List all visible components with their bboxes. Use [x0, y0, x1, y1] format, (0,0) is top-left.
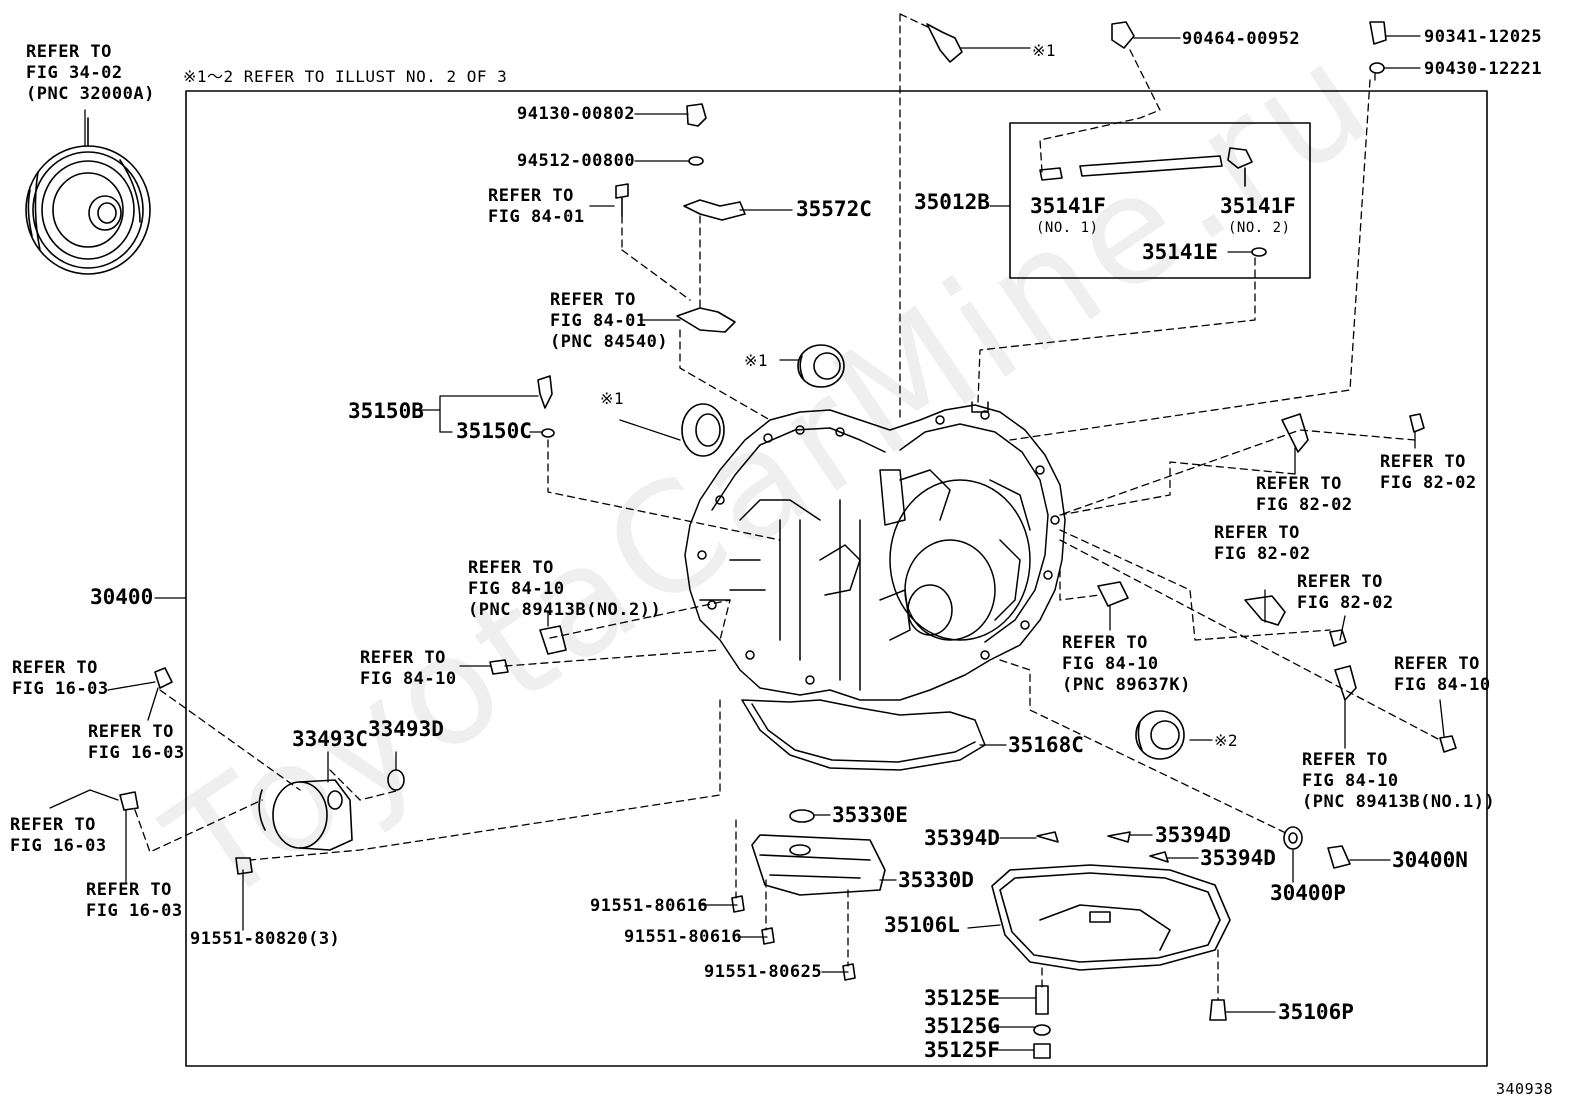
part-35168C[interactable]: 35168C: [1008, 733, 1084, 757]
header-note: ※1～2 REFER TO ILLUST NO. 2 OF 3: [183, 67, 508, 86]
dashed-lines: [134, 13, 1441, 1001]
part-35141F-no2[interactable]: 35141F: [1220, 194, 1296, 218]
part-35125G[interactable]: 35125G: [924, 1014, 1000, 1038]
note-star-1-b: ※1: [744, 351, 769, 370]
ref-fig-82-02-c[interactable]: REFER TO FIG 82-02: [1214, 523, 1311, 564]
ref-fig-84-01-b[interactable]: REFER TO FIG 84-01 (PNC 84540): [550, 290, 669, 352]
part-30400N[interactable]: 30400N: [1392, 848, 1468, 872]
part-35394D-a[interactable]: 35394D: [924, 826, 1000, 850]
ref-fig-84-10-pnc-89637k[interactable]: REFER TO FIG 84-10 (PNC 89637K): [1062, 633, 1191, 695]
leader-lines: [49, 35, 1445, 1051]
part-35141E[interactable]: 35141E: [1142, 240, 1218, 264]
part-94512-00800[interactable]: 94512-00800: [517, 151, 636, 171]
part-35150C[interactable]: 35150C: [456, 419, 532, 443]
part-91551-80616-b[interactable]: 91551-80616: [624, 927, 743, 947]
part-33493C[interactable]: 33493C: [292, 727, 368, 751]
part-30400[interactable]: 30400: [90, 585, 154, 609]
note-star-1-c: ※1: [600, 389, 625, 408]
part-35330E[interactable]: 35330E: [832, 803, 908, 827]
torque-converter-drawing: [25, 117, 151, 275]
part-90464-00952[interactable]: 90464-00952: [1182, 29, 1301, 49]
ref-fig-82-02-a[interactable]: REFER TO FIG 82-02: [1256, 474, 1353, 515]
ref-torque-converter[interactable]: REFER TO FIG 34-02 (PNC 32000A): [26, 42, 155, 104]
ref-fig-16-03-c[interactable]: REFER TO FIG 16-03: [10, 815, 107, 856]
note-star-2: ※2: [1214, 731, 1239, 750]
oil-seals-drawing: [387, 344, 1303, 850]
ref-fig-16-03-a[interactable]: REFER TO FIG 16-03: [12, 658, 109, 699]
part-35394D-b[interactable]: 35394D: [1155, 823, 1231, 847]
part-90341-12025[interactable]: 90341-12025: [1424, 27, 1543, 47]
part-35394D-c[interactable]: 35394D: [1200, 846, 1276, 870]
part-91551-80616-a[interactable]: 91551-80616: [590, 896, 709, 916]
part-30400P[interactable]: 30400P: [1270, 881, 1346, 905]
oil-cooler-drawing: [258, 779, 353, 851]
oil-pan-drawing: [991, 864, 1231, 971]
part-94130-00802[interactable]: 94130-00802: [517, 104, 636, 124]
ref-fig-16-03-b[interactable]: REFER TO FIG 16-03: [88, 722, 185, 763]
part-35141F-no2-note: (NO. 2): [1228, 220, 1291, 236]
ref-fig-84-10-a[interactable]: REFER TO FIG 84-10: [360, 648, 457, 689]
tube-assembly-drawing: [1039, 147, 1267, 257]
part-35106L[interactable]: 35106L: [884, 913, 960, 937]
ref-fig-82-02-b[interactable]: REFER TO FIG 82-02: [1380, 452, 1477, 493]
part-35150B[interactable]: 35150B: [348, 399, 424, 423]
part-90430-12221[interactable]: 90430-12221: [1424, 59, 1543, 79]
part-35141F-no1[interactable]: 35141F: [1030, 194, 1106, 218]
part-35125F[interactable]: 35125F: [924, 1038, 1000, 1062]
ref-fig-84-10-b[interactable]: REFER TO FIG 84-10: [1394, 654, 1491, 695]
part-91551-80625[interactable]: 91551-80625: [704, 962, 823, 982]
note-star-1-a: ※1: [1032, 41, 1057, 60]
part-33493D[interactable]: 33493D: [368, 717, 444, 741]
sub-assembly-box: [1009, 122, 1311, 279]
assembly-frame: [185, 90, 1488, 1067]
ref-fig-16-03-d[interactable]: REFER TO FIG 16-03: [86, 880, 183, 921]
ref-fig-84-10-pnc-89413b-no2[interactable]: REFER TO FIG 84-10 (PNC 89413B(NO.2)): [468, 558, 662, 620]
oil-strainer-drawing: [751, 834, 886, 896]
ref-fig-84-01-a[interactable]: REFER TO FIG 84-01: [488, 186, 585, 227]
ref-fig-82-02-d[interactable]: REFER TO FIG 82-02: [1297, 572, 1394, 613]
transmission-case-drawing: [684, 401, 1066, 771]
part-35012B[interactable]: 35012B: [914, 190, 990, 214]
part-35572C[interactable]: 35572C: [796, 197, 872, 221]
part-35125E[interactable]: 35125E: [924, 986, 1000, 1010]
hardware-drawing: [119, 21, 1457, 1059]
part-35106P[interactable]: 35106P: [1278, 1000, 1354, 1024]
ref-fig-84-10-pnc-89413b-no1[interactable]: REFER TO FIG 84-10 (PNC 89413B(NO.1)): [1302, 750, 1496, 812]
figure-number: 340938: [1496, 1080, 1554, 1098]
part-35141F-no1-note: (NO. 1): [1036, 220, 1099, 236]
part-35330D[interactable]: 35330D: [898, 868, 974, 892]
part-91551-80820[interactable]: 91551-80820(3): [190, 929, 341, 949]
